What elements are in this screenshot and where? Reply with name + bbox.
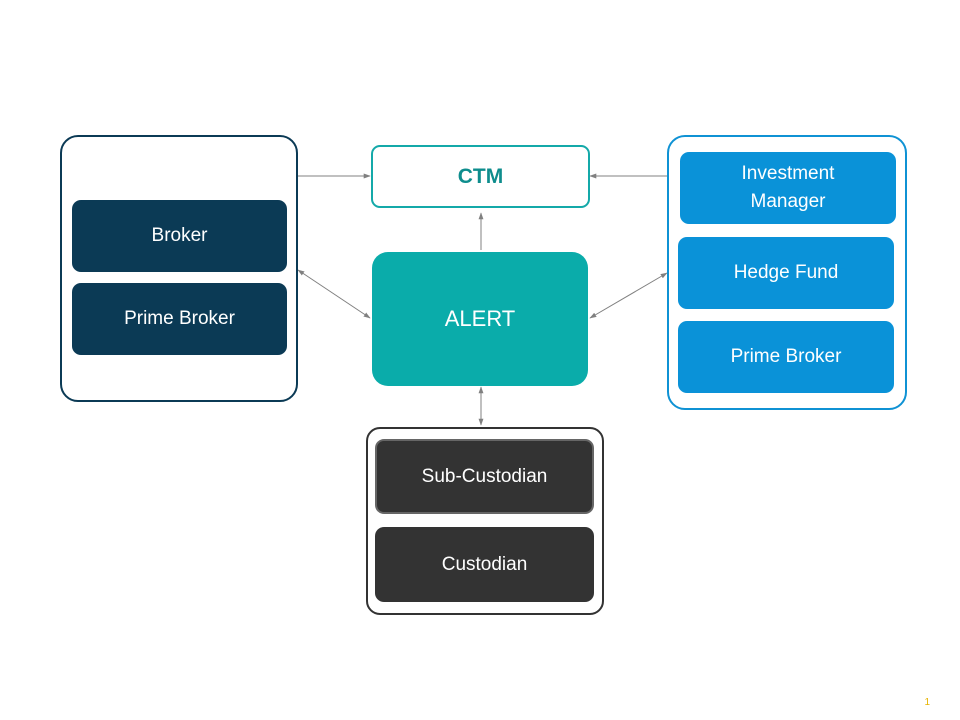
alert-label: ALERT	[444, 306, 516, 331]
custodian-node: Custodian	[375, 527, 594, 602]
sub-custodian-label: Sub-Custodian	[421, 465, 548, 487]
investment-manager-node: Investment Manager	[680, 152, 896, 224]
prime-broker-left-label: Prime Broker	[124, 308, 235, 329]
alert-node: ALERT	[372, 252, 588, 386]
hedge-fund-label: Hedge Fund	[733, 262, 839, 283]
prime-broker-right-node: Prime Broker	[678, 321, 894, 393]
broker-label: Broker	[151, 225, 208, 246]
investment-manager-label-line1: Investment	[741, 163, 835, 184]
broker-node: Broker	[72, 200, 287, 272]
arrow-right-group-alert	[589, 272, 668, 319]
hedge-fund-node: Hedge Fund	[678, 237, 894, 309]
ctm-node: CTM	[371, 145, 590, 208]
prime-broker-left-node: Prime Broker	[72, 283, 287, 355]
arrow-left-group-alert	[297, 269, 371, 319]
page-number: 1	[924, 697, 930, 708]
custodian-label: Custodian	[441, 553, 528, 575]
investment-manager-label-line2: Manager	[750, 191, 826, 212]
ctm-label: CTM	[457, 164, 504, 188]
broker-group	[60, 135, 298, 402]
client-group	[667, 135, 907, 410]
sub-custodian-node: Sub-Custodian	[375, 439, 594, 514]
prime-broker-right-label: Prime Broker	[730, 346, 842, 367]
custodian-group	[366, 427, 604, 615]
